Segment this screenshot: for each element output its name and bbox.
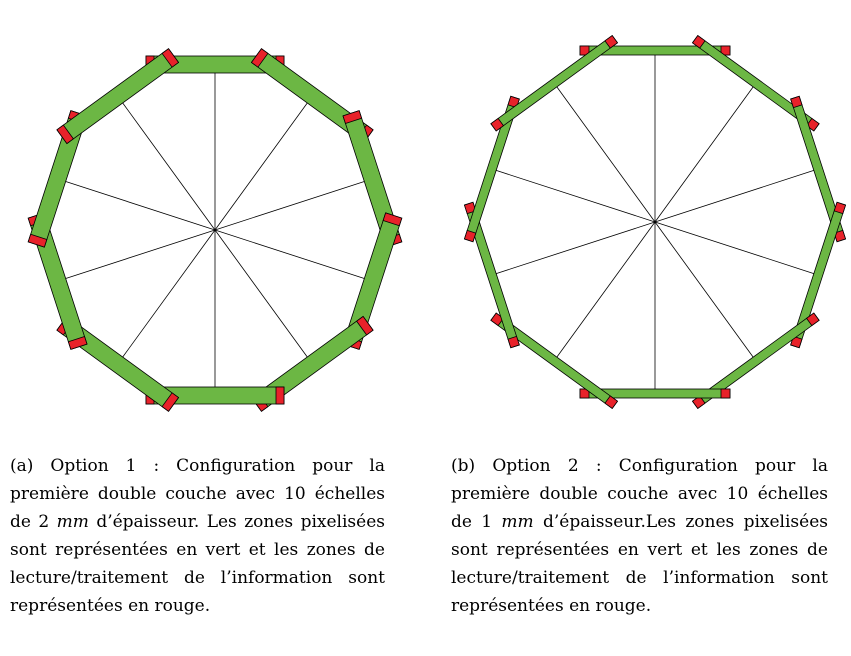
caption-b-text-2: d’épaisseur.Les zones pixelisées sont re… <box>451 512 828 616</box>
readout-zone-start <box>691 34 706 49</box>
ladder-9 <box>463 95 520 243</box>
readout-zone-start <box>250 48 269 68</box>
pixel-zone <box>56 48 180 145</box>
readout-zone-end <box>579 388 590 399</box>
spoke-2 <box>654 86 754 223</box>
readout-zone-start <box>805 312 820 327</box>
readout-zone-start <box>275 386 285 405</box>
diagram-option-1 <box>27 48 403 412</box>
readout-zone-start <box>579 45 590 56</box>
spoke-4 <box>654 221 814 274</box>
readout-zone-start <box>382 212 403 227</box>
caption-a: (a) Option 1 : Configuration pour la pre… <box>10 452 385 620</box>
caption-b: (b) Option 2 : Configuration pour la pre… <box>451 452 828 620</box>
spoke-3 <box>214 181 365 231</box>
spoke-2 <box>214 102 308 231</box>
readout-zone-start <box>507 335 520 349</box>
spoke-8 <box>65 229 216 279</box>
spoke-7 <box>122 229 216 358</box>
spoke-9 <box>65 181 216 231</box>
readout-zone-start <box>56 124 74 145</box>
readout-zone-start <box>604 395 619 410</box>
spoke-5 <box>214 229 308 358</box>
ladder-9 <box>27 110 88 248</box>
readout-zone-start <box>27 233 48 248</box>
ladder-8 <box>463 201 520 349</box>
ladder-10 <box>490 34 619 132</box>
readout-zone-start <box>490 117 505 132</box>
figure-canvas <box>27 34 847 412</box>
spoke-9 <box>496 170 656 223</box>
readout-zone-end <box>463 201 477 215</box>
ladder-5 <box>691 312 820 410</box>
readout-zone-start <box>720 388 731 399</box>
caption-a-text-1: (a) Option 1 : Configuration pour la pre… <box>10 456 385 532</box>
readout-zone-start <box>833 201 847 215</box>
readout-zone-start <box>161 392 180 412</box>
pixel-zone <box>490 34 619 132</box>
caption-a-unit: mm <box>56 512 89 532</box>
spoke-7 <box>556 221 656 358</box>
caption-b-unit: mm <box>501 512 534 532</box>
caption-b-text-1: (b) Option 2 : Configuration pour la pre… <box>451 456 828 532</box>
spoke-4 <box>214 229 365 279</box>
readout-zone-start <box>790 95 803 109</box>
readout-zone-end <box>833 229 847 243</box>
caption-a-text-2: d’épaisseur. Les zones pixelisées sont r… <box>10 512 385 616</box>
readout-zone-end <box>604 34 619 49</box>
readout-zone-end <box>691 395 706 410</box>
spoke-10 <box>122 102 216 231</box>
ladder-10 <box>56 48 180 145</box>
readout-zone-start <box>342 110 363 124</box>
diagram-option-2 <box>463 34 847 410</box>
ladder-3 <box>790 95 847 243</box>
spoke-10 <box>556 86 656 223</box>
spoke-5 <box>654 221 754 358</box>
readout-zone-start <box>356 315 374 336</box>
spoke-8 <box>496 221 656 274</box>
ladder-1 <box>579 45 731 56</box>
readout-zone-end <box>720 45 731 56</box>
readout-zone-start <box>463 229 477 243</box>
ladder-6 <box>579 388 731 399</box>
readout-zone-end <box>161 48 180 68</box>
spoke-3 <box>654 170 814 223</box>
readout-zone-start <box>67 336 88 350</box>
